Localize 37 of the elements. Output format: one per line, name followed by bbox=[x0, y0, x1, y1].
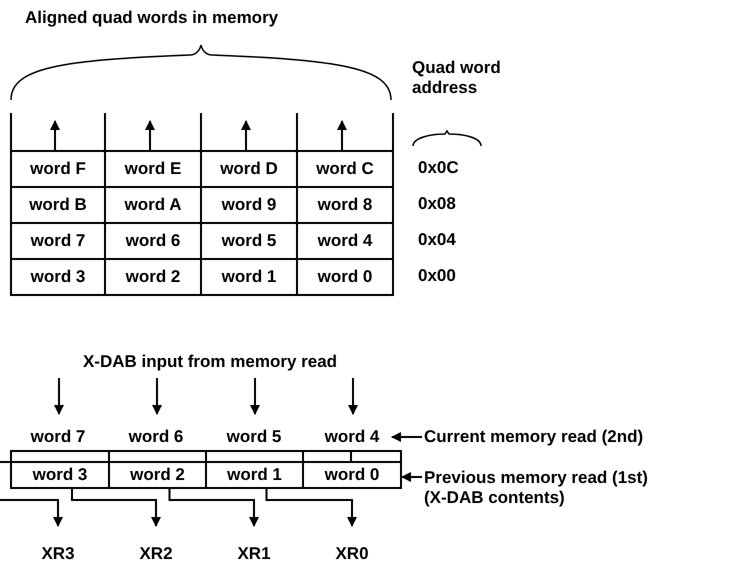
arrow bbox=[391, 432, 422, 442]
arrow bbox=[348, 378, 358, 415]
register-cell: word 3 bbox=[10, 461, 110, 489]
arrow bbox=[50, 120, 60, 151]
arrow bbox=[54, 378, 64, 415]
memory-cell: word 3 bbox=[10, 258, 106, 296]
arrow bbox=[401, 472, 422, 482]
output-label: XR2 bbox=[126, 526, 186, 566]
arrow bbox=[266, 489, 357, 527]
output-label: XR3 bbox=[28, 526, 88, 566]
arrow bbox=[71, 489, 161, 527]
arrow bbox=[145, 120, 155, 151]
input-heading: X-DAB input from memory read bbox=[20, 346, 400, 378]
arrow bbox=[152, 378, 162, 415]
memory-cell: word 0 bbox=[296, 258, 394, 296]
arrow bbox=[250, 378, 260, 415]
word-label: word 5 bbox=[214, 414, 294, 449]
memory-cell: word F bbox=[10, 150, 106, 188]
column-heading: Quad word address bbox=[412, 58, 502, 99]
address-label: 0x08 bbox=[418, 194, 456, 214]
word-label: word 4 bbox=[312, 414, 392, 449]
address-label: 0x0C bbox=[418, 158, 459, 178]
read-label: Current memory read (2nd) bbox=[424, 425, 724, 449]
output-label: XR0 bbox=[322, 526, 382, 566]
arrow bbox=[168, 489, 259, 527]
arrow bbox=[0, 499, 63, 527]
memory-cell: word C bbox=[296, 150, 394, 188]
brace-caption: Aligned quad words in memory bbox=[25, 8, 278, 28]
word-label: word 7 bbox=[18, 414, 98, 449]
read-label: Previous memory read (1st) (X-DAB contents) bbox=[424, 463, 664, 513]
arrow bbox=[241, 120, 251, 151]
register-cell: word 0 bbox=[302, 461, 402, 489]
output-label: XR1 bbox=[224, 526, 284, 566]
address-label: 0x00 bbox=[418, 266, 456, 286]
word-label: word 6 bbox=[116, 414, 196, 449]
address-label: 0x04 bbox=[418, 230, 456, 250]
arrow bbox=[337, 120, 347, 151]
